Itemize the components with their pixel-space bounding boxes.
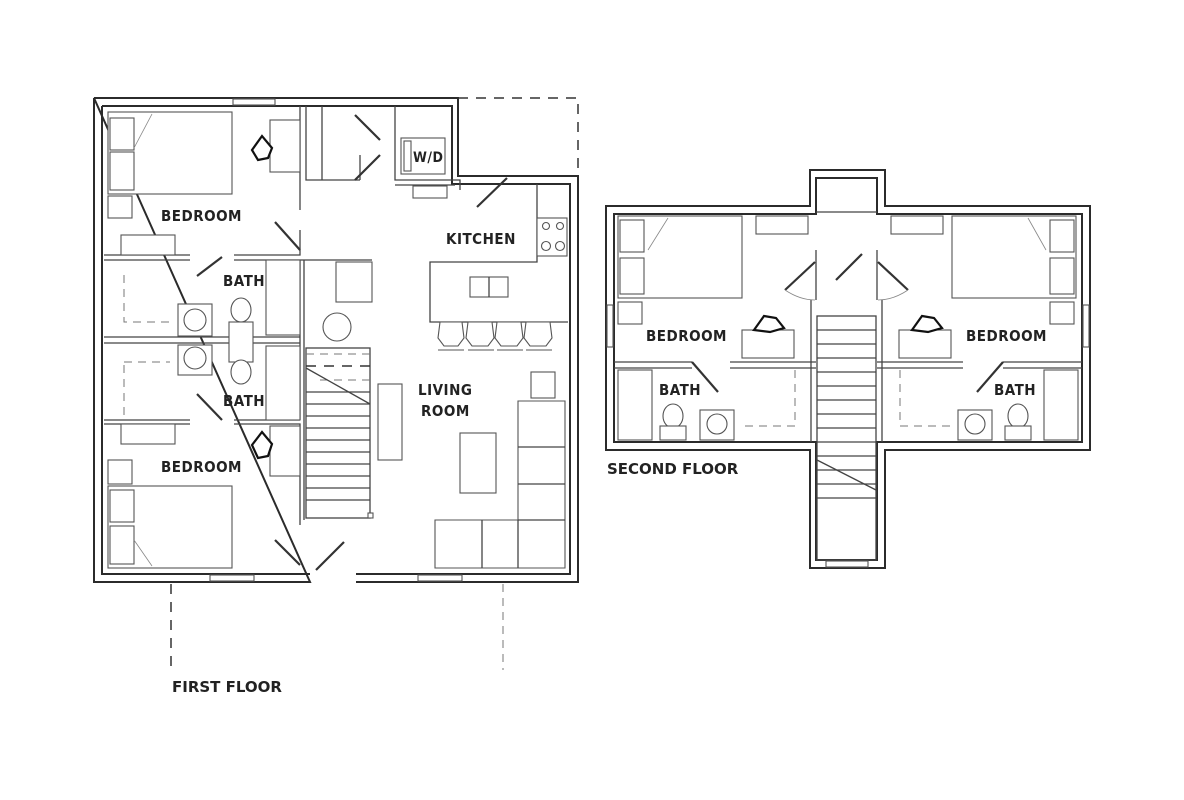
label-second-bath-right: BATH [994,381,1036,399]
label-living-line2: ROOM [421,402,470,420]
label-first-bath-top: BATH [223,272,265,290]
label-living-line1: LIVING [418,381,472,399]
label-first-bedroom-top: BEDROOM [161,207,242,225]
label-second-bedroom-right: BEDROOM [966,327,1047,345]
first-floor-plan [93,97,579,670]
first-floor-stairs [305,347,374,519]
second-floor-plan [605,169,1091,569]
label-second-bath-left: BATH [659,381,701,399]
label-washer-dryer: W/D [413,150,443,166]
second-floor-title: SECOND FLOOR [607,460,739,478]
label-second-bedroom-left: BEDROOM [646,327,727,345]
first-floor-title: FIRST FLOOR [172,678,282,696]
label-kitchen: KITCHEN [446,230,516,248]
label-first-bath-bottom: BATH [223,392,265,410]
label-first-bedroom-bottom: BEDROOM [161,458,242,476]
second-floor-stairs [816,315,877,561]
